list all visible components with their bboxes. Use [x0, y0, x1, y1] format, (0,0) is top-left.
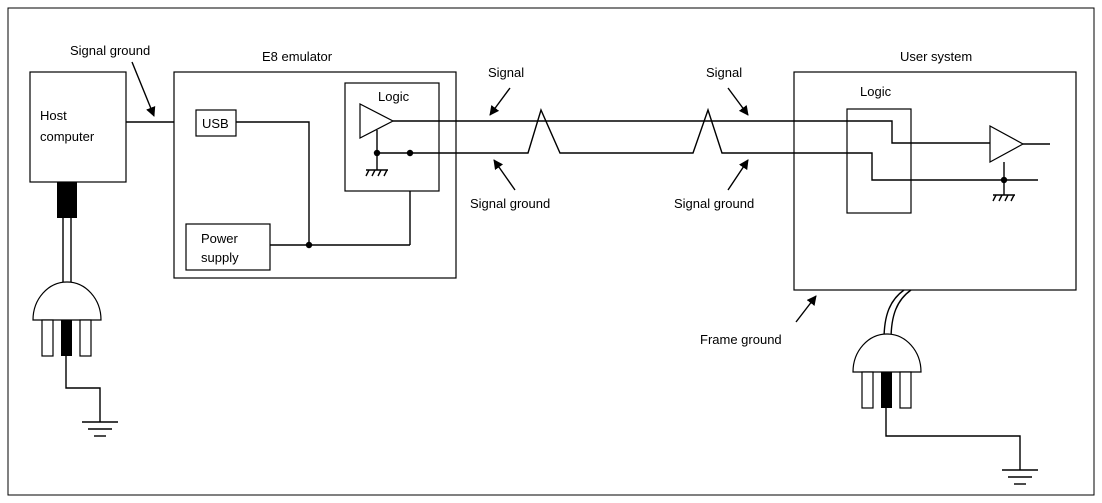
signal-line [393, 120, 990, 144]
host-signal-ground-arrow [131, 61, 156, 117]
signal-arrow-2 [727, 87, 749, 116]
cable-signal-ground-label-2: Signal ground [674, 196, 754, 211]
signal-arrow-1 [489, 87, 511, 116]
host-computer: Host computer [29, 71, 127, 183]
cable-signal-label-1: Signal [488, 65, 524, 80]
user-power-cord [883, 289, 912, 341]
usb-block [195, 109, 237, 137]
cord-strain-relief [57, 182, 77, 218]
user-system-title: User system [900, 49, 972, 64]
user-buffer-icon [989, 124, 1025, 164]
user-system-box [793, 71, 1077, 291]
power-supply-block [185, 223, 271, 271]
signal-ground-line [377, 107, 1038, 181]
user-logic-label: Logic [860, 84, 892, 99]
usb-power-wire [236, 121, 310, 245]
user-logic-block [846, 108, 912, 214]
host-power-cord [57, 182, 77, 282]
user-earth-ground-icon [1002, 469, 1038, 485]
host-signal-ground-label: Signal ground [70, 43, 150, 58]
signal-ground-arrow-1 [493, 159, 516, 191]
interface-cable [377, 107, 1038, 181]
frame-ground-label: Frame ground [700, 332, 782, 347]
emulator-logic-label: Logic [378, 89, 410, 104]
cable-signal-ground-label-1: Signal ground [470, 196, 550, 211]
signal-ground-arrow-2 [727, 159, 749, 191]
power-supply-line2: supply [201, 250, 239, 265]
outer-frame [7, 7, 1095, 496]
emulator-buffer-icon [359, 103, 395, 139]
e8-emulator-title: E8 emulator [262, 49, 333, 64]
host-label-line1: Host [40, 108, 67, 123]
frame-ground-arrow [795, 295, 817, 323]
cable-signal-label-2: Signal [706, 65, 742, 80]
host-label-line2: computer [40, 129, 95, 144]
usb-label: USB [202, 116, 229, 131]
power-supply-line1: Power [201, 231, 239, 246]
user-system: User system Logic [793, 49, 1077, 291]
host-plug-icon [32, 281, 102, 422]
host-computer-box [29, 71, 127, 183]
e8-emulator: E8 emulator USB Power supply Logic [173, 49, 457, 279]
host-earth-ground-icon [82, 421, 118, 437]
user-plug-icon [852, 333, 1021, 470]
